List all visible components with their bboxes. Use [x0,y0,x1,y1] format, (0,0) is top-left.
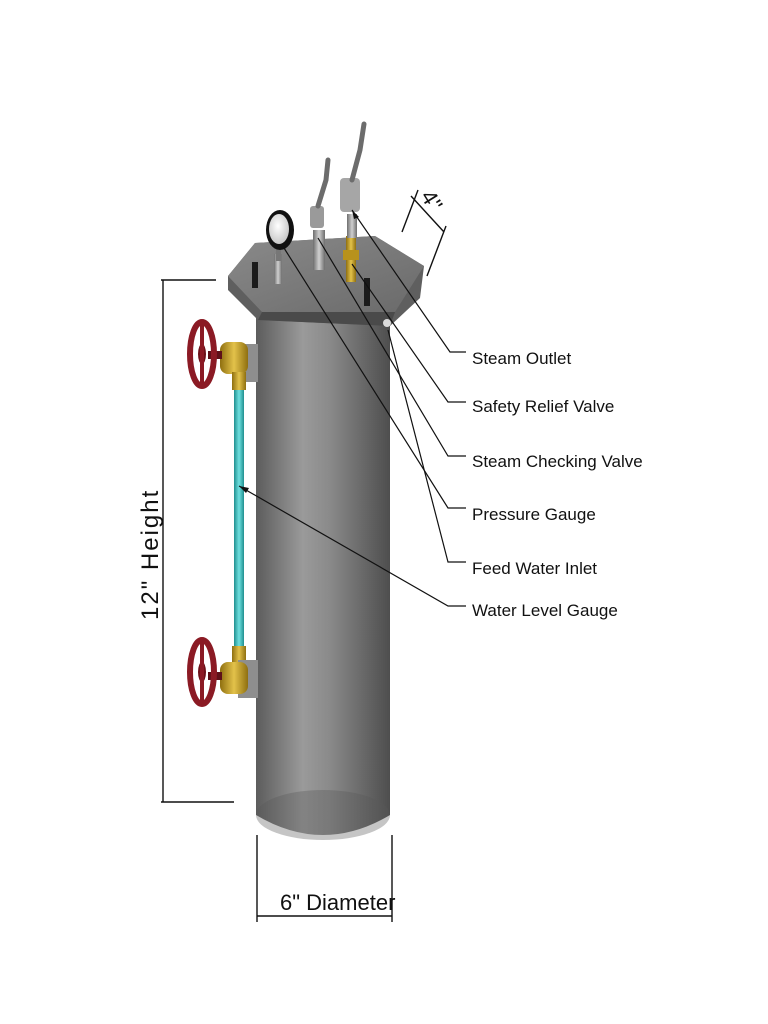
top-offset-dimension-label: 4" [416,185,448,215]
top-bolts [252,254,370,306]
safety-relief-valve-icon [343,236,359,282]
lower-valve-handwheel-icon [187,637,222,707]
water-level-gauge [220,342,258,698]
label-feed-water-inlet: Feed Water Inlet [472,559,597,578]
height-dimension-label: 12" Height [137,489,164,620]
pressure-gauge-icon [266,210,294,261]
diameter-dimension: 6" Diameter [256,835,395,922]
boiler-body [256,318,390,840]
label-steam-checking-valve: Steam Checking Valve [472,452,643,471]
upper-valve-handwheel-icon [187,319,222,389]
steam-checking-valve-icon [310,157,331,270]
label-pressure-gauge: Pressure Gauge [472,505,596,524]
callout-labels: Steam Outlet Safety Relief Valve Steam C… [472,349,643,620]
steam-outlet-icon [340,121,367,238]
label-water-level-gauge: Water Level Gauge [472,601,618,620]
label-steam-outlet: Steam Outlet [472,349,571,368]
leader-lines [238,209,466,607]
height-dimension: 12" Height [137,279,234,803]
label-safety-relief-valve: Safety Relief Valve [472,397,614,416]
diameter-dimension-label: 6" Diameter [280,890,395,915]
